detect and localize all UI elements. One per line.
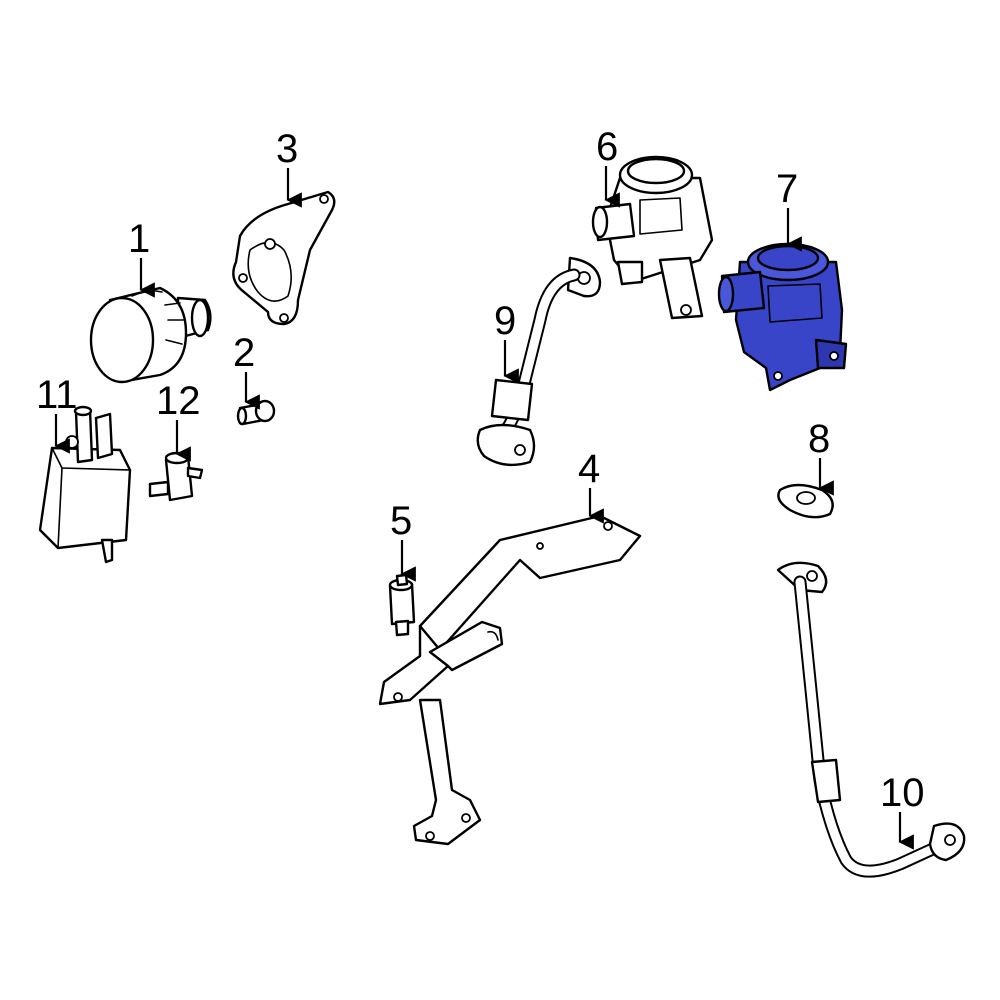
- callout-label: 8: [808, 417, 830, 461]
- callout-5: 5: [390, 499, 416, 582]
- part-3-bracket[interactable]: [232, 190, 336, 326]
- callout-12: 12: [156, 379, 201, 462]
- part-2-bolt[interactable]: [236, 399, 276, 426]
- callout-3: 3: [276, 127, 302, 208]
- callout-label: 10: [880, 771, 925, 815]
- callout-label: 12: [156, 379, 201, 423]
- part-6-valve[interactable]: [591, 155, 714, 320]
- callout-9: 9: [494, 299, 519, 384]
- part-9-tube[interactable]: [476, 256, 602, 467]
- callout-label: 7: [776, 167, 798, 211]
- callout-label: 11: [36, 373, 78, 417]
- callout-4: 4: [578, 447, 604, 524]
- callout-6: 6: [596, 125, 620, 208]
- callout-label: 4: [578, 447, 600, 491]
- callout-2: 2: [233, 331, 260, 410]
- callout-10: 10: [880, 771, 925, 850]
- part-7-valve-highlighted[interactable]: [717, 242, 848, 392]
- part-10-tube[interactable]: [776, 561, 966, 878]
- part-8-gasket[interactable]: [777, 483, 834, 519]
- callout-label: 9: [494, 299, 516, 343]
- callout-11: 11: [36, 373, 78, 454]
- callout-8: 8: [808, 417, 834, 496]
- callout-label: 5: [390, 499, 412, 543]
- part-12-valve[interactable]: [148, 451, 204, 502]
- callout-label: 2: [233, 331, 255, 375]
- part-11-canister[interactable]: [38, 405, 132, 564]
- callout-1: 1: [128, 217, 155, 298]
- callout-label: 1: [128, 217, 150, 261]
- part-4-bracket[interactable]: [378, 514, 642, 846]
- callout-label: 3: [276, 127, 298, 171]
- part-1-pump[interactable]: [89, 286, 212, 384]
- callout-label: 6: [596, 125, 618, 169]
- part-5-sensor[interactable]: [388, 573, 416, 637]
- callout-7: 7: [776, 167, 802, 252]
